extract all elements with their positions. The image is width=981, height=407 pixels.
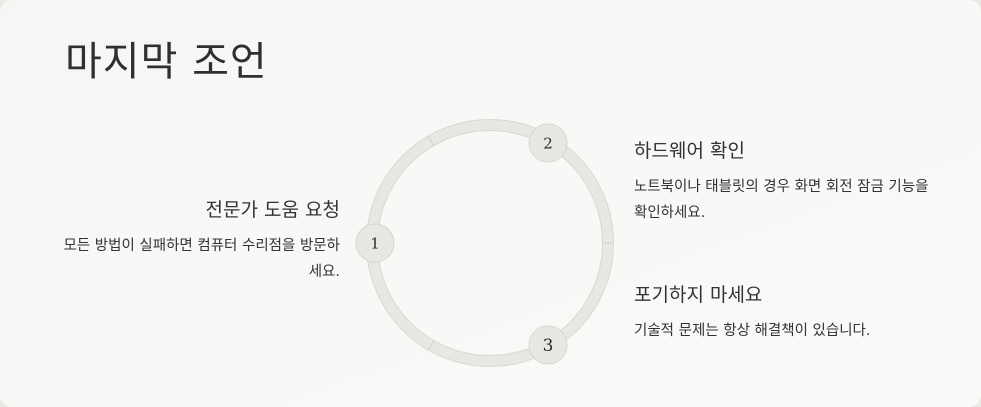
step-marker-1: 1 xyxy=(355,223,395,263)
segment-divider xyxy=(427,135,435,147)
step-number: 1 xyxy=(370,235,380,253)
step-2-text: 하드웨어 확인 노트북이나 태블릿의 경우 화면 회전 잠금 기능을 확인하세요… xyxy=(634,138,934,226)
step-heading: 하드웨어 확인 xyxy=(634,140,745,162)
step-description: 기술적 문제는 항상 해결책이 있습니다. xyxy=(634,323,871,339)
step-number: 2 xyxy=(543,135,553,153)
step-description: 노트북이나 태블릿의 경우 화면 회전 잠금 기능을 확인하세요. xyxy=(634,179,929,221)
segment-divider xyxy=(427,339,435,351)
step-heading: 포기하지 마세요 xyxy=(634,284,763,306)
step-heading: 전문가 도움 요청 xyxy=(205,199,340,221)
page-title: 마지막 조언 xyxy=(65,39,268,85)
step-1-text: 전문가 도움 요청 모든 방법이 실패하면 컴퓨터 수리점을 방문하세요. xyxy=(60,197,340,285)
cycle-ring-fill xyxy=(367,120,613,366)
step-number: 3 xyxy=(543,336,554,356)
step-3-text: 포기하지 마세요 기술적 문제는 항상 해결책이 있습니다. xyxy=(634,282,934,344)
step-marker-3: 3 xyxy=(528,325,568,365)
step-description: 모든 방법이 실패하면 컴퓨터 수리점을 방문하세요. xyxy=(63,238,340,280)
step-marker-2: 2 xyxy=(528,123,568,163)
